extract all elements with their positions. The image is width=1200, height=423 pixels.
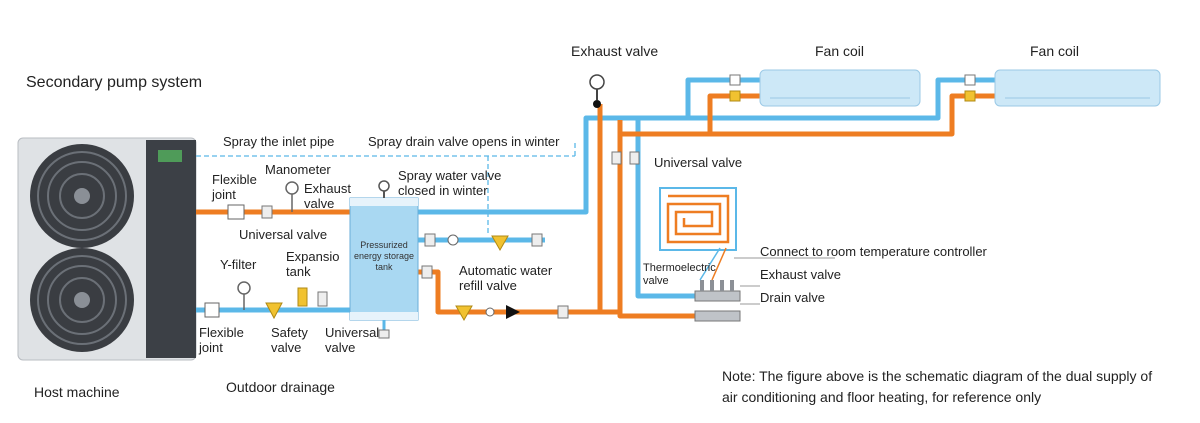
right-components	[421, 74, 640, 322]
tank-exhaust-icon	[378, 180, 390, 192]
exhaust-valve-top-icon	[589, 74, 605, 90]
universal-valve-bottom-icon	[317, 291, 328, 307]
storage-tank	[349, 180, 419, 339]
manometer-label: Manometer	[265, 162, 331, 177]
exhaust-valve-right-label: Exhaust valve	[760, 267, 841, 282]
y-filter-label: Y-filter	[220, 257, 257, 272]
safety-valve-label: Safety valve	[271, 325, 308, 355]
expansion-tank-icon	[297, 287, 308, 307]
spray-lines	[196, 140, 576, 236]
tank-label: Pressurized energy storage tank	[353, 240, 415, 272]
host-display	[158, 150, 182, 162]
exhaust-valve-top-label: Exhaust valve	[571, 43, 659, 59]
manometer-icon	[285, 181, 299, 195]
universal-valve-left-icon	[261, 205, 273, 219]
thermoelectric-valve-label: Thermoelectric valve	[643, 262, 716, 287]
drain-valve-label: Drain valve	[760, 290, 826, 305]
auto-refill-label: Automatic water refill valve	[459, 263, 553, 293]
check-valve-icon	[506, 305, 520, 319]
tank-drain-valve-icon	[378, 329, 390, 339]
y-filter-gauge-icon	[237, 281, 251, 295]
host-machine-label: Host machine	[34, 384, 120, 400]
flexible-joint-top-label: Flexible joint	[212, 172, 257, 202]
y-filter-right-icon	[491, 235, 509, 252]
flexible-joint-top-icon	[227, 204, 245, 220]
floor-heating-coil	[659, 187, 737, 251]
host-machine	[17, 137, 197, 361]
expansion-tank-label: Expansio tank	[286, 249, 340, 279]
fan-coil-2-label: Fan coil	[1030, 43, 1080, 59]
fan-coil-units	[729, 69, 1161, 107]
outdoor-drainage-label: Outdoor drainage	[226, 379, 335, 395]
page-title: Secondary pump system	[26, 74, 203, 91]
flexible-joint-bottom-icon	[204, 302, 220, 318]
fan-coil-2-icon	[994, 69, 1161, 107]
manifold	[694, 247, 741, 322]
exhaust-valve-left-label: Exhaust valve	[304, 181, 351, 211]
left-components	[204, 181, 328, 320]
fan-coil-1-label: Fan coil	[815, 43, 865, 59]
fan-coil-1-icon	[759, 69, 921, 107]
spray-drain-valve-label: Spray drain valve opens in winter	[368, 134, 560, 149]
room-controller-label: Connect to room temperature controller	[760, 244, 987, 259]
universal-valve-left-label: Universal valve	[239, 227, 328, 242]
flexible-joint-bottom-label: Flexible joint	[199, 325, 244, 355]
safety-valve-icon	[265, 302, 283, 320]
leader-lines	[734, 257, 835, 305]
spray-inlet-pipe-label: Spray the inlet pipe	[223, 134, 335, 149]
spray-water-valve-label: Spray water valve closed in winter	[398, 168, 502, 198]
universal-valve-bottom-label: Universal valve	[325, 325, 380, 355]
note-text: Note: The figure above is the schematic …	[722, 368, 1153, 405]
universal-valve-right-label: Universal valve	[654, 155, 743, 170]
host-control-panel	[146, 140, 196, 358]
